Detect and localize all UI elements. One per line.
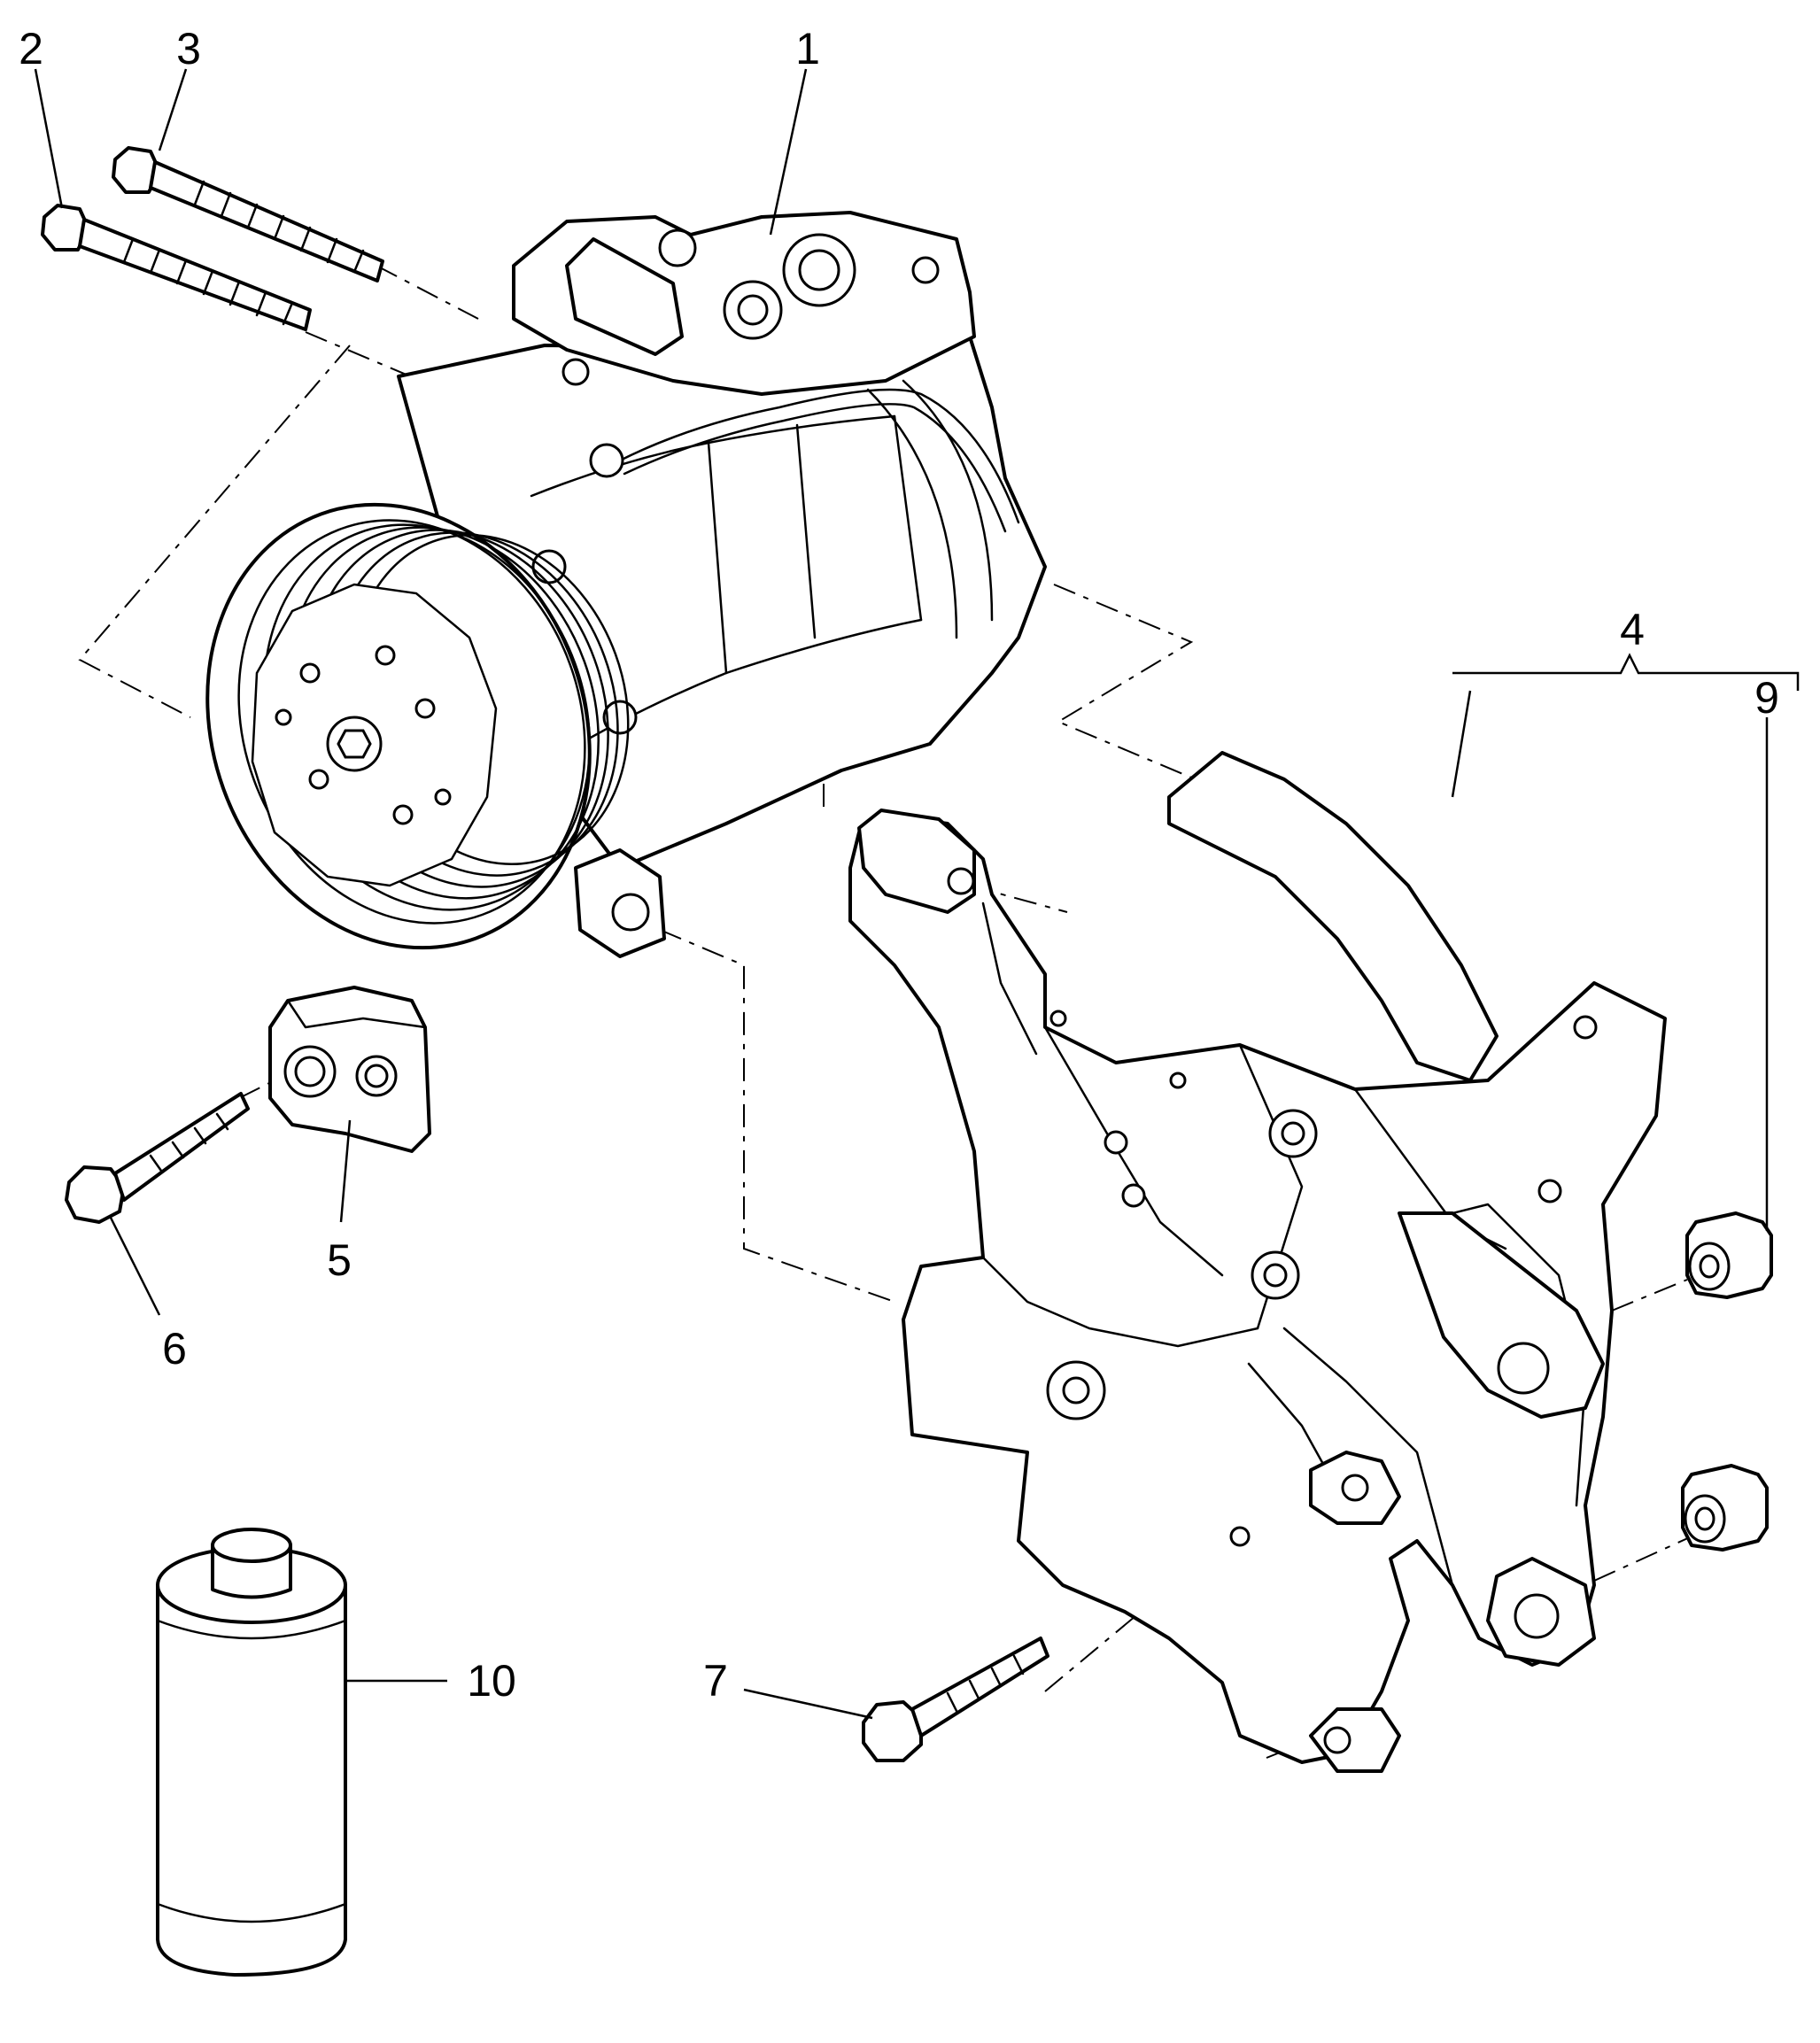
callout-5: 5 bbox=[327, 1235, 352, 1285]
oil-canister-icon[interactable] bbox=[156, 1528, 347, 1977]
callout-9: 9 bbox=[1754, 673, 1779, 723]
mounting-bracket-icon[interactable] bbox=[848, 751, 1667, 1773]
bushing-icon[interactable] bbox=[1685, 1211, 1773, 1299]
ac-compressor-icon[interactable] bbox=[146, 211, 1047, 1002]
bolt-icon[interactable] bbox=[862, 1637, 1049, 1762]
bolt-icon[interactable] bbox=[65, 1092, 250, 1224]
callout-7: 7 bbox=[703, 1656, 728, 1706]
leader-lines bbox=[34, 68, 1800, 1720]
spacer-block-icon[interactable] bbox=[268, 986, 431, 1153]
callout-6: 6 bbox=[162, 1324, 187, 1374]
callout-labels: 1 2 3 4 5 6 7 9 10 bbox=[19, 24, 1779, 1706]
callout-2: 2 bbox=[19, 24, 43, 74]
bushing-icon[interactable] bbox=[1681, 1464, 1769, 1552]
long-bolt-icon[interactable] bbox=[41, 204, 312, 331]
callout-10: 10 bbox=[467, 1656, 516, 1706]
callout-1: 1 bbox=[795, 24, 820, 74]
callout-4: 4 bbox=[1620, 605, 1645, 654]
long-bolt-icon[interactable] bbox=[112, 146, 384, 282]
callout-3: 3 bbox=[176, 24, 201, 74]
